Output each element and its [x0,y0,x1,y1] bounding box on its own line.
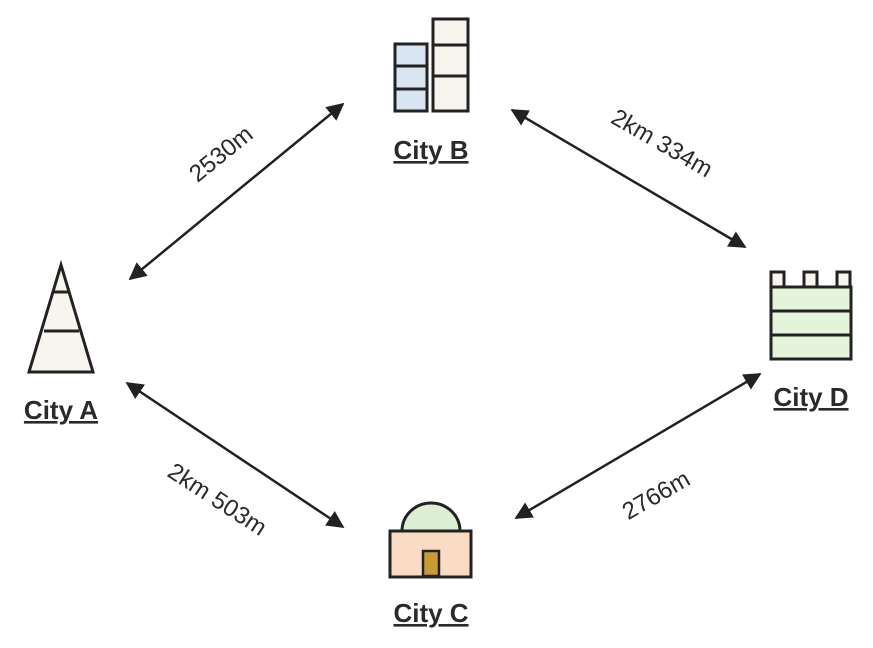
distance-label-a-c: 2km 503m [163,458,272,542]
city-d-label[interactable]: City D [773,382,848,412]
castle-battlement [802,270,819,289]
distance-label-c-d: 2766m [618,465,695,525]
connection-a-b [128,102,345,281]
connection-a-c [125,381,345,529]
skyscrapers-icon [393,17,470,113]
door [421,549,441,578]
castle-icon [769,270,853,361]
tower-body [26,259,96,374]
dome [400,501,462,533]
castle-battlement [835,270,852,289]
connection-b-d [510,108,747,249]
distance-label-b-d: 2km 334m [606,104,717,183]
skyscraper-left [393,42,429,113]
city-a-label[interactable]: City A [24,395,98,425]
domed-building-icon [388,501,473,579]
distance-label-a-b: 2530m [184,121,258,188]
tower-icon [26,259,96,374]
skyscraper-right [431,17,470,113]
city-b-label[interactable]: City B [393,135,468,165]
castle-wall [769,285,853,361]
connection-c-d [514,372,762,520]
castle-battlement [769,270,786,289]
city-c-label[interactable]: City C [393,598,468,628]
